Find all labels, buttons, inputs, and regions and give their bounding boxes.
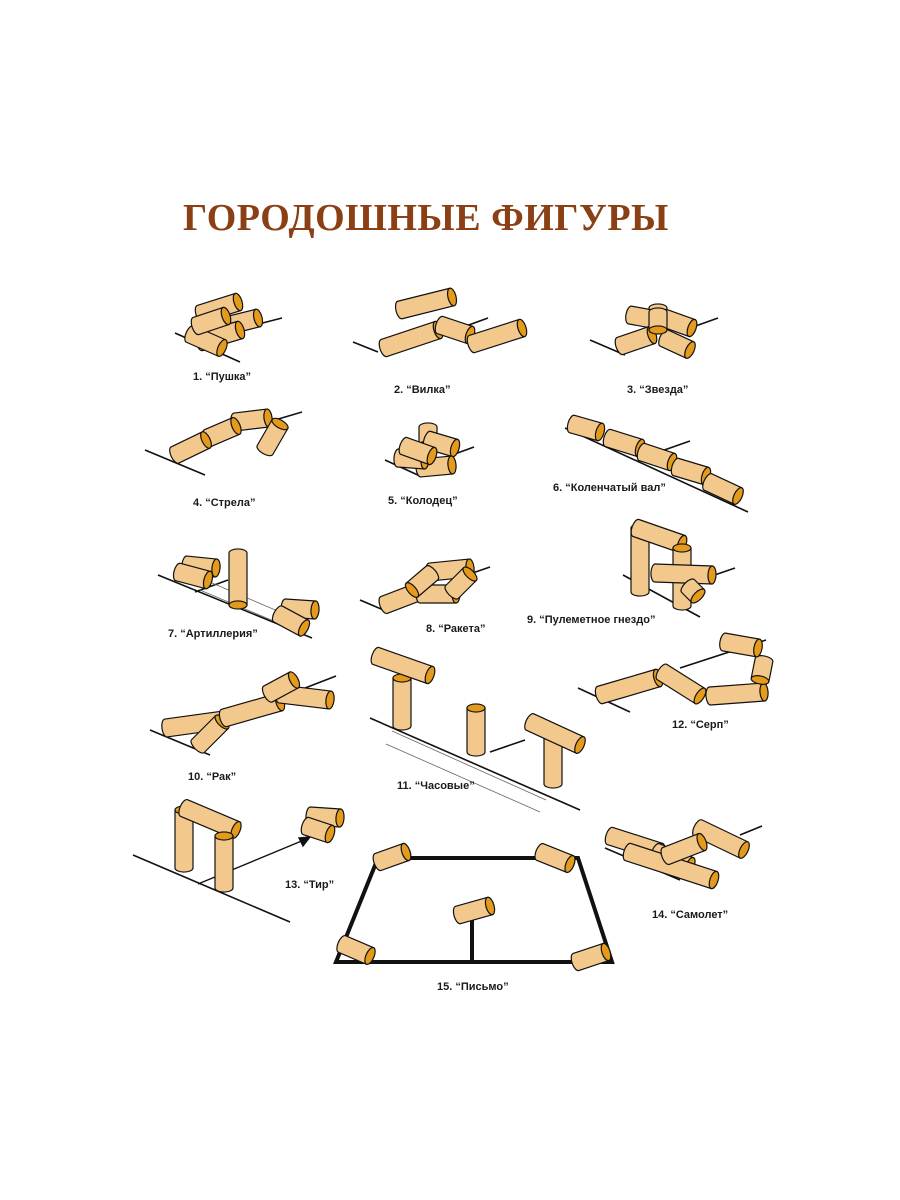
gorodok-stick <box>261 671 301 703</box>
gorodki-sticks <box>161 287 774 972</box>
figure-label-1: 1. “Пушка” <box>193 371 252 383</box>
gorodok-stick <box>271 605 311 637</box>
gorodok-stick <box>660 832 708 866</box>
gorodok-stick <box>719 632 763 658</box>
gorodok-stick <box>256 417 289 457</box>
figure-label-13: 13. “Тир” <box>285 879 335 891</box>
gorodok-stick <box>524 713 586 754</box>
figure-label-14: 14. “Самолет” <box>652 909 729 921</box>
figure-label-7: 7. “Артиллерия” <box>168 628 258 640</box>
gorodok-stick <box>300 816 336 844</box>
gorodok-stick <box>705 682 769 706</box>
figure-label-12: 12. “Серп” <box>672 719 729 731</box>
gorodok-stick <box>372 842 412 872</box>
gorodok-stick <box>466 318 528 354</box>
gorodok-stick <box>570 942 612 972</box>
gorodok-stick <box>378 320 444 358</box>
gorodok-stick <box>534 842 576 874</box>
gorodok-stick <box>404 565 440 598</box>
figure-label-2: 2. “Вилка” <box>394 384 451 396</box>
gorodok-stick <box>680 578 706 604</box>
figure-label-15: 15. “Письмо” <box>437 981 509 993</box>
gorodok-stick <box>370 646 436 685</box>
gorodok-stick <box>169 431 212 464</box>
gorodok-stick <box>178 798 242 840</box>
gorodok-stick <box>228 548 248 610</box>
figure-label-6: 6. “Коленчатый вал” <box>553 482 666 494</box>
gorodok-stick <box>750 655 774 685</box>
figure-label-4: 4. “Стрела” <box>193 497 256 509</box>
gorodok-stick <box>702 473 744 505</box>
gorodok-stick <box>566 414 606 442</box>
gorodok-stick <box>190 306 232 336</box>
figure-label-5: 5. “Колодец” <box>388 495 458 507</box>
gorodok-stick <box>650 563 717 585</box>
gorodok-stick <box>336 935 376 966</box>
figure-label-10: 10. “Рак” <box>188 771 237 783</box>
gorodok-stick <box>452 896 496 925</box>
gorodok-stick <box>444 566 478 600</box>
gorodok-stick <box>655 663 707 705</box>
gorodok-stick <box>648 307 668 335</box>
gorodok-stick <box>214 831 234 893</box>
gorodok-stick <box>594 668 664 705</box>
gorodok-stick <box>658 329 696 359</box>
gorodok-stick <box>172 562 214 590</box>
gorodok-stick <box>392 673 412 731</box>
figure-label-3: 3. “Звезда” <box>627 384 689 396</box>
gorodok-stick <box>398 436 438 466</box>
gorodok-stick <box>466 703 486 757</box>
gorodok-stick <box>394 287 458 320</box>
gorodok-stick <box>622 842 720 890</box>
gorodok-stick <box>636 442 678 472</box>
ghost-sticks <box>199 579 547 813</box>
figure-label-11: 11. “Часовые” <box>397 780 475 792</box>
figure-label-9: 9. “Пулеметное гнездо” <box>527 614 656 626</box>
figure-label-8: 8. “Ракета” <box>426 623 486 635</box>
